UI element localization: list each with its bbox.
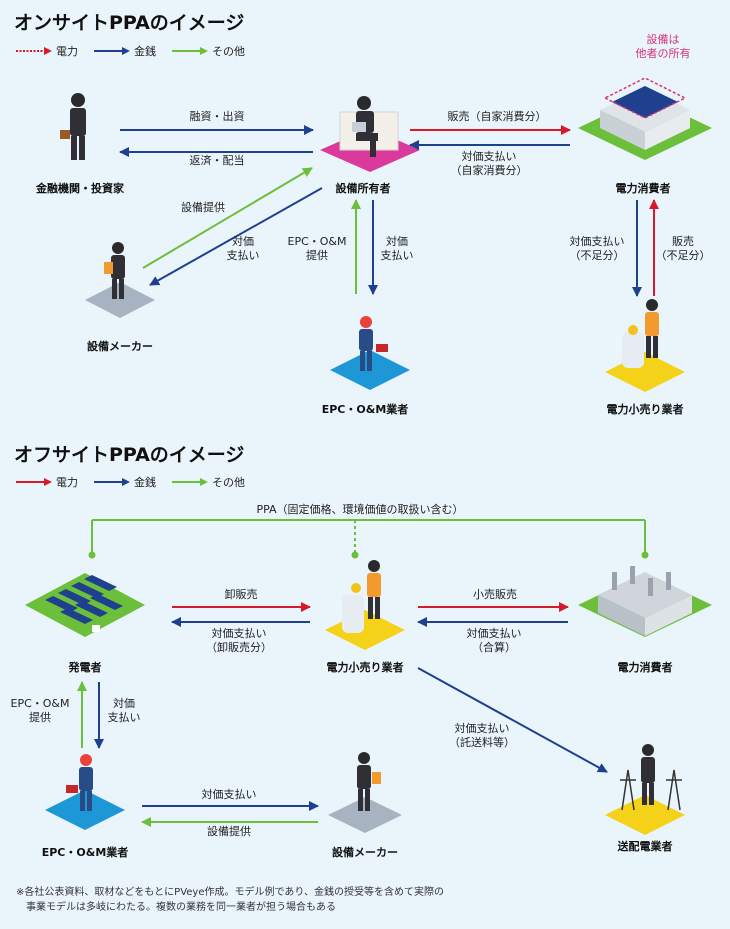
onsite-arrow-maker-pay <box>149 187 323 286</box>
legend-money-2: 金銭 <box>94 474 156 490</box>
offsite-label-wholesale: 卸販売 <box>224 588 258 601</box>
onsite-epc-label: EPC・O&M業者 <box>321 403 409 416</box>
other-arrow-icon <box>172 478 208 486</box>
onsite-label-repay: 返済・配当 <box>189 154 245 167</box>
onsite-consumer-node <box>578 77 712 160</box>
factory-icon <box>598 566 692 636</box>
onsite-label-shortfall-pay: 対価支払い （不足分） <box>569 235 625 263</box>
transmission-person-icon <box>641 744 655 805</box>
legend-money: 金銭 <box>94 43 156 59</box>
business-person-icon <box>60 93 86 160</box>
offsite-transmission-label: 送配電業者 <box>617 840 673 853</box>
seated-owner-icon <box>339 96 399 157</box>
offsite-label-epc-provide: EPC・O&M 提供 <box>10 697 70 725</box>
onsite-label-epc-pay: 対価 支払い <box>380 235 414 263</box>
worker-icon <box>359 316 388 371</box>
offsite-retailer-node <box>325 560 405 650</box>
offsite-epc-node <box>45 754 125 830</box>
retailer-person-icon <box>622 299 659 368</box>
building-icon <box>600 77 690 150</box>
gray-tile <box>328 797 402 833</box>
onsite-owner-label: 設備所有者 <box>335 182 391 195</box>
power-arrow-icon <box>16 478 52 486</box>
maker-person-icon <box>357 752 381 811</box>
offsite-maker-label: 設備メーカー <box>332 846 398 859</box>
offsite-epc-label: EPC・O&M業者 <box>41 846 129 859</box>
onsite-epc-node <box>330 316 410 390</box>
onsite-arrow-maker-supply <box>142 167 313 269</box>
offsite-legend: 電力 金銭 その他 <box>16 474 261 490</box>
onsite-label-epc-provide: EPC・O&M 提供 <box>287 235 347 263</box>
onsite-label-maker-pay: 対価 支払い <box>226 235 260 263</box>
yellow-tile <box>325 610 405 650</box>
onsite-retailer-label: 電力小売り業者 <box>606 403 684 416</box>
onsite-callout: 設備は 他者の所有 <box>635 33 691 61</box>
yellow-tile <box>605 352 685 392</box>
onsite-label-invest: 融資・出資 <box>189 110 245 123</box>
onsite-finance-label: 金融機関・投資家 <box>36 182 124 195</box>
onsite-label-pay-self: 対価支払い （自家消費分） <box>450 150 528 178</box>
yellow-tile <box>605 795 685 835</box>
legend-other: その他 <box>172 43 245 59</box>
transmission-tower-icon <box>620 769 682 811</box>
offsite-label-wheeling-pay: 対価支払い （託送料等） <box>449 722 515 750</box>
ppa-bracket <box>88 519 649 559</box>
onsite-consumer-label: 電力消費者 <box>615 182 671 195</box>
legend-other-2: その他 <box>172 474 245 490</box>
onsite-legend: 電力 金銭 その他 <box>16 43 261 59</box>
worker-icon <box>66 754 93 811</box>
offsite-generator-node <box>25 573 145 637</box>
maker-person-icon <box>104 242 125 299</box>
legend-power-2: 電力 <box>16 474 78 490</box>
offsite-arrow-wheeling-pay <box>417 667 608 773</box>
money-arrow-icon <box>94 47 130 55</box>
retailer-person-icon <box>342 560 381 633</box>
gray-tile <box>85 282 155 318</box>
footnote: ※各社公表資料、取材などをもとにPVeye作成。モデル例であり、金銭の授受等を含… <box>16 887 444 913</box>
power-arrow-icon <box>16 47 52 55</box>
money-arrow-icon <box>94 478 130 486</box>
onsite-title: オンサイトPPAのイメージ <box>14 12 245 34</box>
other-arrow-icon <box>172 47 208 55</box>
offsite-consumer-label: 電力消費者 <box>617 661 673 674</box>
offsite-generator-label: 発電者 <box>68 661 102 674</box>
offsite-retailer-label: 電力小売り業者 <box>326 661 404 674</box>
offsite-label-epc-pay: 対価 支払い <box>107 697 141 725</box>
offsite-transmission-node <box>605 744 685 835</box>
onsite-label-shortfall-sale: 販売 （不足分） <box>655 235 711 263</box>
onsite-retailer-node <box>605 299 685 392</box>
toolbox-icon <box>376 344 388 352</box>
onsite-label-sale: 販売（自家消費分） <box>447 110 547 123</box>
solar-farm-icon <box>45 575 123 632</box>
lightbulb-icon <box>351 583 361 593</box>
onsite-label-maker-supply: 設備提供 <box>181 201 225 214</box>
toolbox-icon <box>66 785 78 793</box>
onsite-finance-node <box>60 93 86 160</box>
offsite-label-ppa: PPA（固定価格、環境価値の取扱い含む） <box>256 503 464 516</box>
offsite-maker-node <box>328 752 402 833</box>
offsite-label-maker-supply: 設備提供 <box>207 825 251 838</box>
onsite-maker-node <box>85 242 155 318</box>
offsite-label-retail: 小売販売 <box>473 588 517 601</box>
offsite-label-retail-pay: 対価支払い （合算） <box>466 627 522 655</box>
offsite-label-wholesale-pay: 対価支払い （卸販売分） <box>206 627 272 655</box>
onsite-maker-label: 設備メーカー <box>87 340 153 353</box>
lightbulb-icon <box>628 325 638 335</box>
onsite-owner-node <box>320 96 420 172</box>
offsite-title: オフサイトPPAのイメージ <box>14 444 245 466</box>
offsite-consumer-node <box>578 566 712 637</box>
legend-power: 電力 <box>16 43 78 59</box>
offsite-label-maker-pay: 対価支払い <box>201 788 257 801</box>
